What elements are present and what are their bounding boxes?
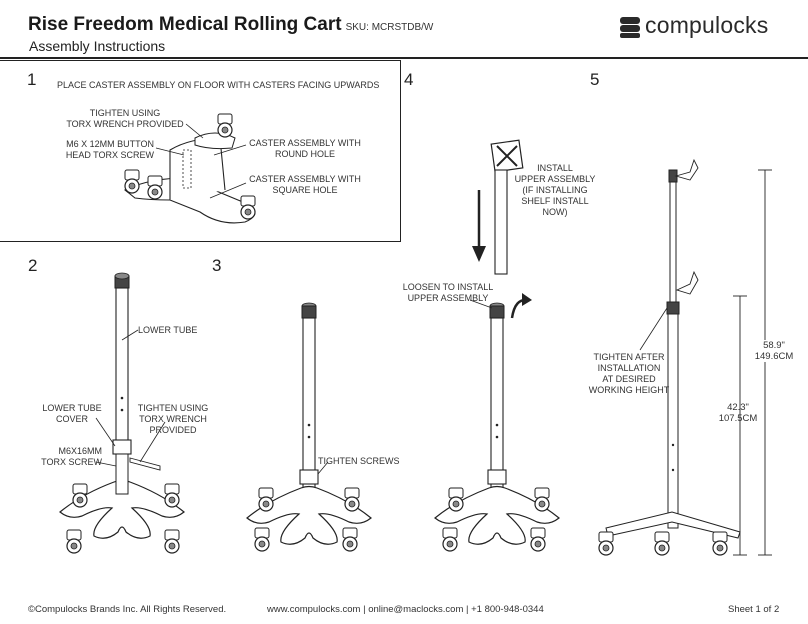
step-number-4: 4 <box>404 70 414 89</box>
step3-base-illustration <box>246 302 372 552</box>
step4-upper-assembly-illustration <box>434 139 560 552</box>
step-number-2: 2 <box>28 256 38 275</box>
document-subtitle: Assembly Instructions <box>29 38 166 54</box>
step5-full-cart-illustration <box>598 158 772 556</box>
lock-icon <box>620 17 640 38</box>
step-number-3: 3 <box>212 256 222 275</box>
step1-instruction: PLACE CASTER ASSEMBLY ON FLOOR WITH CAST… <box>57 80 380 90</box>
step2-lower-tube-illustration <box>59 272 185 554</box>
brand-logo: compulocks <box>618 10 788 42</box>
step3-tighten-label: TIGHTEN SCREWS <box>318 456 400 466</box>
step2-lower-tube-label: LOWER TUBE <box>138 325 198 335</box>
step1-frame <box>0 60 401 242</box>
brand-name: compulocks <box>645 12 769 38</box>
header-rule <box>0 57 808 59</box>
step-number-5: 5 <box>590 70 600 89</box>
footer-contact: www.compulocks.com | online@maclocks.com… <box>267 604 544 615</box>
step5-dim-low: 42.3"107.5cm <box>718 402 758 424</box>
sku-label: SKU: MCRSTDB/W <box>345 22 434 33</box>
title-text: Rise Freedom Medical Rolling Cart <box>28 14 342 35</box>
footer-sheet: Sheet 1 of 2 <box>728 604 780 615</box>
footer-copyright: ©Compulocks Brands Inc. All Rights Reser… <box>28 604 227 615</box>
step-number-1: 1 <box>27 70 37 89</box>
step5-dim-high: 58.9"149.6cm <box>748 340 800 362</box>
step1-caster-illustration <box>123 113 256 224</box>
